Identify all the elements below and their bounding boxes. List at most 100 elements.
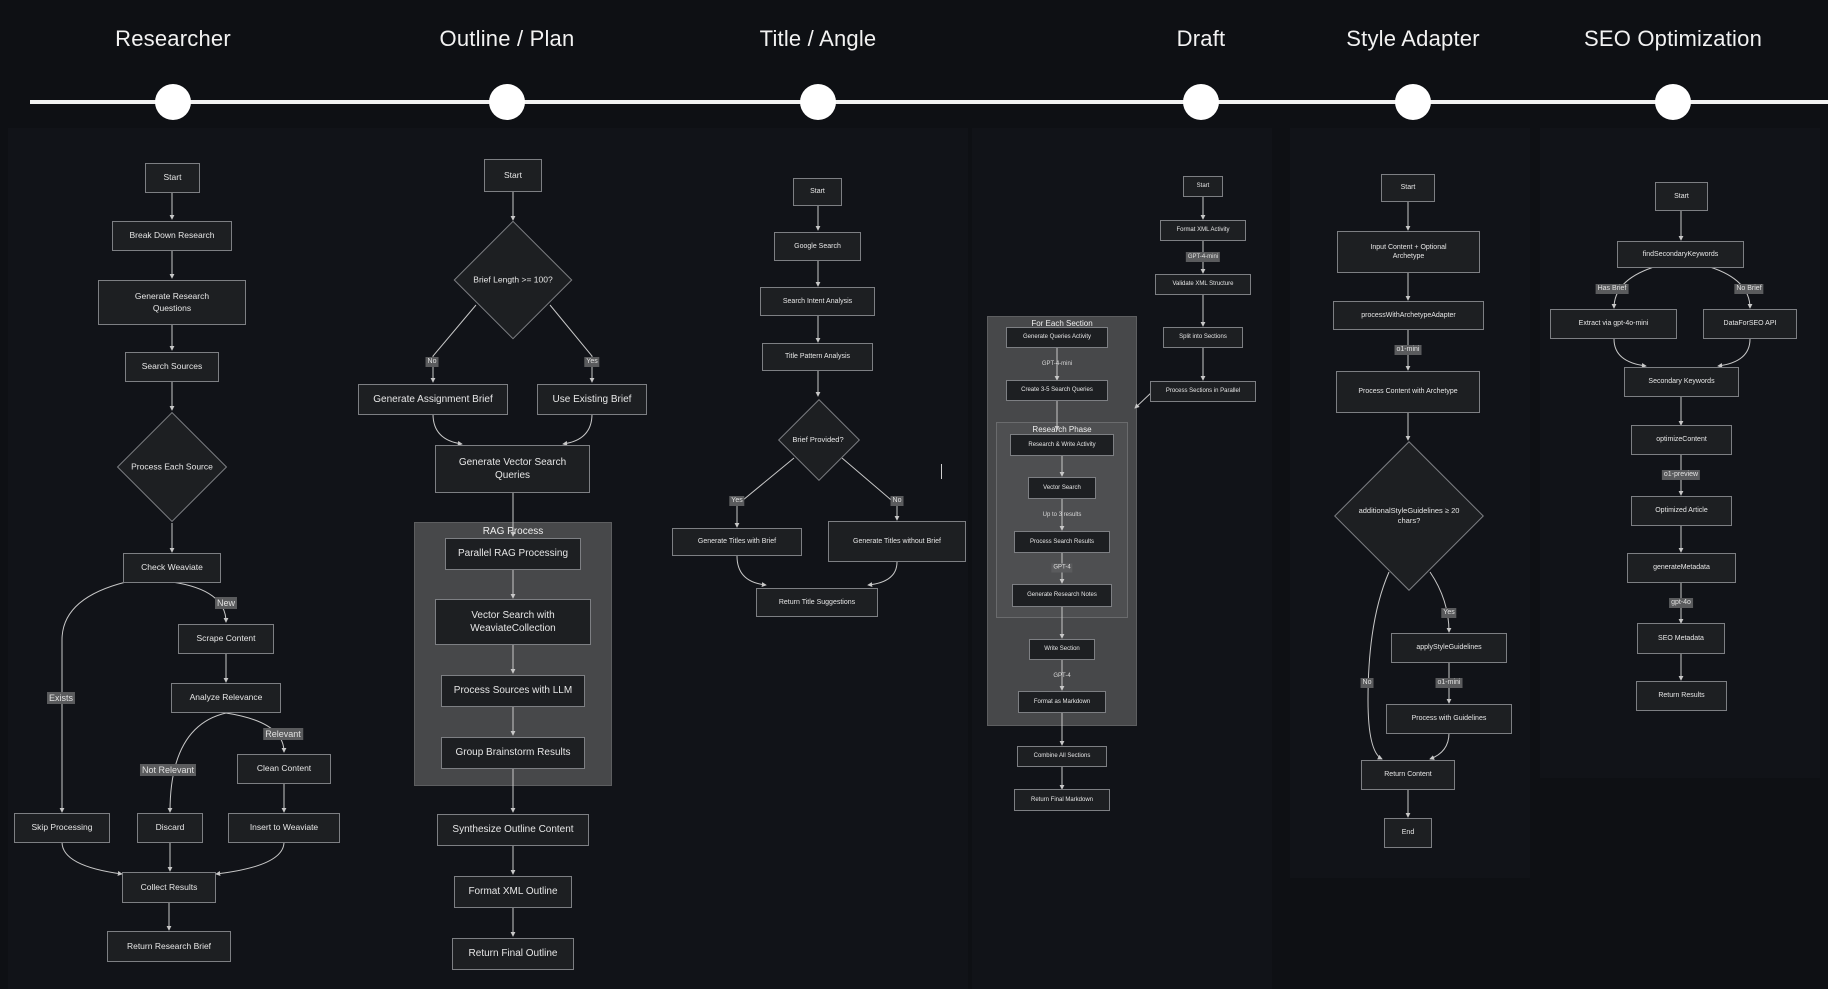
node-title-start[interactable]: Start <box>793 178 842 206</box>
node-google-search[interactable]: Google Search <box>774 232 861 261</box>
edge-label-gen-gpt4mini: GPT-4-mini <box>1041 361 1073 367</box>
edge-label-no-brief: No Brief <box>1734 284 1764 294</box>
timeline-dot-style[interactable] <box>1395 84 1431 120</box>
node-skip-processing[interactable]: Skip Processing <box>14 813 110 843</box>
edge <box>562 413 593 446</box>
node-draft-vector-search[interactable]: Vector Search <box>1028 477 1096 499</box>
node-generate-vector-queries[interactable]: Generate Vector Search Queries <box>435 445 590 493</box>
node-process-each-source-label: Process Each Source <box>131 461 213 472</box>
edge-label-title-no: No <box>890 496 904 506</box>
node-draft-start[interactable]: Start <box>1183 176 1223 197</box>
node-process-search-results[interactable]: Process Search Results <box>1014 531 1110 553</box>
node-dataforseo-api[interactable]: DataForSEO API <box>1703 309 1797 339</box>
node-process-archetype-adapter[interactable]: processWithArchetypeAdapter <box>1333 301 1484 330</box>
node-process-content-archetype[interactable]: Process Content with Archetype <box>1336 371 1480 413</box>
node-check-weaviate[interactable]: Check Weaviate <box>123 553 221 583</box>
text-cursor <box>941 464 942 479</box>
timeline-line <box>30 100 1828 104</box>
node-outline-start[interactable]: Start <box>484 159 542 192</box>
node-validate-xml[interactable]: Validate XML Structure <box>1155 274 1251 295</box>
node-process-with-guidelines[interactable]: Process with Guidelines <box>1386 704 1512 734</box>
node-insert-to-weaviate[interactable]: Insert to Weaviate <box>228 813 340 843</box>
node-researcher-start[interactable]: Start <box>145 163 200 193</box>
edge <box>841 457 900 521</box>
node-format-markdown[interactable]: Format as Markdown <box>1018 691 1106 713</box>
node-combine-sections[interactable]: Combine All Sections <box>1017 746 1107 767</box>
timeline-dot-researcher[interactable] <box>155 84 191 120</box>
timeline-dot-draft[interactable] <box>1183 84 1219 120</box>
edge-label-outline-yes: Yes <box>584 357 600 367</box>
node-optimize-content[interactable]: optimizeContent <box>1631 425 1732 455</box>
node-titles-without-brief[interactable]: Generate Titles without Brief <box>828 521 966 562</box>
node-split-sections[interactable]: Split into Sections <box>1163 327 1243 348</box>
node-return-final-outline[interactable]: Return Final Outline <box>452 938 574 970</box>
node-seo-return-results[interactable]: Return Results <box>1636 681 1727 711</box>
edge <box>59 581 127 813</box>
node-title-pattern[interactable]: Title Pattern Analysis <box>762 343 873 371</box>
timeline-dot-outline[interactable] <box>489 84 525 120</box>
node-return-title-suggestions[interactable]: Return Title Suggestions <box>756 588 878 617</box>
edge <box>1611 266 1655 309</box>
timeline-dot-title[interactable] <box>800 84 836 120</box>
research-phase-title: Research Phase <box>1032 425 1092 434</box>
node-synthesize-outline[interactable]: Synthesize Outline Content <box>437 814 589 846</box>
node-create-search-queries[interactable]: Create 3-5 Search Queries <box>1006 380 1108 401</box>
edge-label-gpt-4o: gpt-4o <box>1669 598 1693 608</box>
node-clean-content[interactable]: Clean Content <box>237 754 331 784</box>
node-find-secondary-keywords[interactable]: findSecondaryKeywords <box>1617 241 1744 268</box>
edge-label-upto3: Up to 3 results <box>1042 512 1082 518</box>
node-process-sources-llm[interactable]: Process Sources with LLM <box>441 675 585 707</box>
node-generate-assignment-brief[interactable]: Generate Assignment Brief <box>358 384 508 415</box>
edge-label-draft-gpt4mini: GPT-4-mini <box>1185 252 1221 262</box>
node-analyze-relevance[interactable]: Analyze Relevance <box>171 683 281 713</box>
node-process-parallel[interactable]: Process Sections in Parallel <box>1150 381 1256 402</box>
edge-label-draft-gpt4-2: GPT-4 <box>1053 673 1071 679</box>
edge <box>430 304 477 383</box>
node-seo-metadata[interactable]: SEO Metadata <box>1637 623 1725 654</box>
node-return-final-markdown[interactable]: Return Final Markdown <box>1014 789 1110 811</box>
node-format-xml-outline[interactable]: Format XML Outline <box>454 876 572 908</box>
node-write-section[interactable]: Write Section <box>1029 639 1095 660</box>
node-return-research-brief[interactable]: Return Research Brief <box>107 931 231 962</box>
edge <box>1367 571 1390 760</box>
node-seo-start[interactable]: Start <box>1655 182 1708 211</box>
edge-label-not-relevant: Not Relevant <box>139 764 197 776</box>
edge-label-style-o1mini: o1-mini <box>1394 345 1422 355</box>
node-group-brainstorm[interactable]: Group Brainstorm Results <box>441 737 585 769</box>
node-scrape-content[interactable]: Scrape Content <box>178 624 274 654</box>
node-vector-search-weaviate[interactable]: Vector Search with WeaviateCollection <box>435 599 591 645</box>
node-discard[interactable]: Discard <box>137 813 203 843</box>
edge-label-has-brief: Has Brief <box>1595 284 1629 294</box>
node-generate-queries-activity[interactable]: Generate Queries Activity <box>1006 327 1108 348</box>
node-use-existing-brief[interactable]: Use Existing Brief <box>537 384 647 415</box>
node-apply-style-guidelines[interactable]: applyStyleGuidelines <box>1391 633 1507 663</box>
node-style-end[interactable]: End <box>1384 818 1432 848</box>
node-search-intent[interactable]: Search Intent Analysis <box>760 287 875 316</box>
node-generate-research-questions[interactable]: Generate Research Questions <box>98 280 246 325</box>
edge <box>1613 338 1647 368</box>
node-generate-research-notes[interactable]: Generate Research Notes <box>1012 584 1112 607</box>
timeline-dot-seo[interactable] <box>1655 84 1691 120</box>
node-optimized-article[interactable]: Optimized Article <box>1631 496 1732 526</box>
node-style-start[interactable]: Start <box>1381 174 1435 202</box>
node-generate-metadata[interactable]: generateMetadata <box>1627 553 1736 583</box>
node-parallel-rag-processing[interactable]: Parallel RAG Processing <box>445 538 581 570</box>
node-titles-with-brief[interactable]: Generate Titles with Brief <box>672 528 802 556</box>
node-break-down-research[interactable]: Break Down Research <box>112 221 232 251</box>
node-collect-results[interactable]: Collect Results <box>122 872 216 903</box>
for-each-section-title: For Each Section <box>1031 319 1093 328</box>
node-secondary-keywords[interactable]: Secondary Keywords <box>1624 367 1739 397</box>
edge <box>1709 266 1753 309</box>
node-input-content[interactable]: Input Content + Optional Archetype <box>1337 231 1480 273</box>
stage-title-outline: Outline / Plan <box>439 26 575 51</box>
node-research-write[interactable]: Research & Write Activity <box>1010 434 1114 456</box>
node-extract-gpt4o-mini[interactable]: Extract via gpt-4o-mini <box>1550 309 1677 339</box>
edge-label-new: New <box>214 597 238 609</box>
edge <box>215 841 285 876</box>
edge-label-title-yes: Yes <box>729 496 745 506</box>
edge <box>167 712 227 813</box>
node-search-sources[interactable]: Search Sources <box>125 352 219 382</box>
node-return-content[interactable]: Return Content <box>1361 760 1455 790</box>
edge <box>225 712 287 753</box>
node-format-xml-activity[interactable]: Format XML Activity <box>1160 220 1246 241</box>
